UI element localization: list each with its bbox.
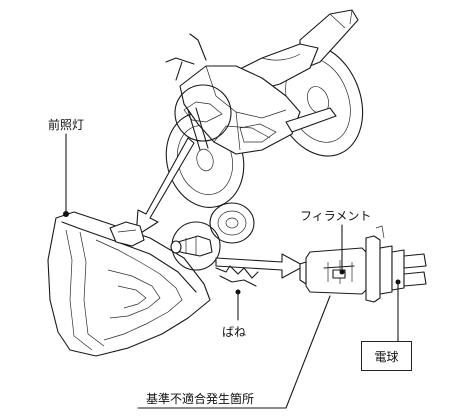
- large-bulb: [299, 225, 427, 303]
- headlamp-label: 前照灯: [48, 118, 85, 132]
- defect-leader-line: [137, 295, 331, 409]
- bulb-label: 電球: [374, 349, 399, 364]
- spring-label: ばね: [222, 325, 247, 339]
- small-bulb: [170, 235, 213, 257]
- bulb-label-box: 電球: [361, 341, 412, 371]
- spring-part: [215, 265, 259, 287]
- bulb-cover-exploded: [209, 202, 255, 244]
- callout-arrow-to-bulb: [215, 253, 305, 279]
- callout-arrow-to-headlamp: [135, 137, 195, 237]
- filament-leader-dot: [339, 269, 345, 275]
- headlamp-assembly: [47, 211, 211, 357]
- filament-label: フィラメント: [300, 209, 372, 223]
- headlamp-highlight-circle: [174, 84, 232, 142]
- motorcycle-illustration: [165, 9, 364, 208]
- defect-location-label: 基準不適合発生箇所: [146, 392, 255, 406]
